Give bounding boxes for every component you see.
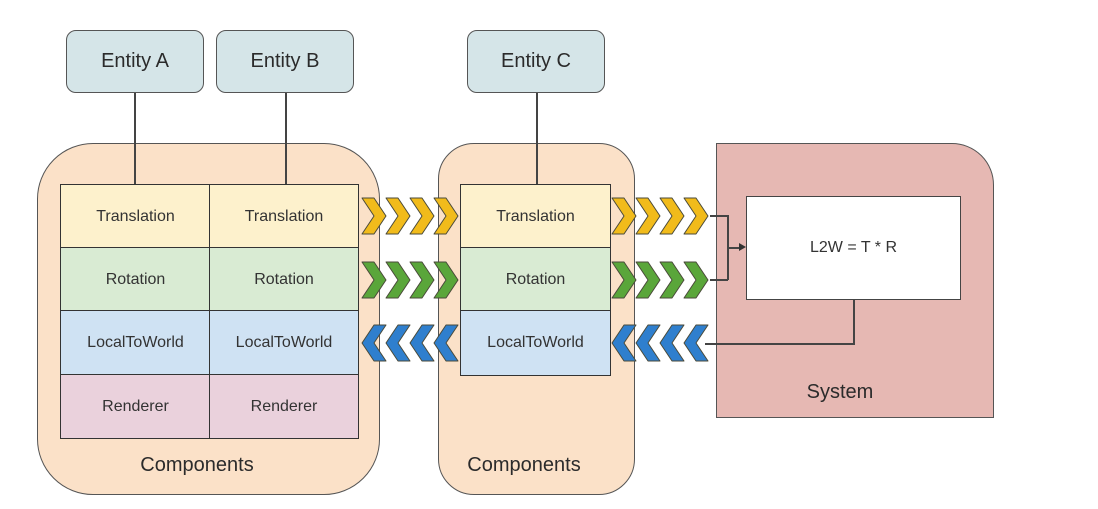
cell-label: Translation bbox=[96, 207, 175, 225]
entity-c-connector bbox=[536, 93, 538, 184]
localtoworld-flow-chevron bbox=[361, 324, 387, 362]
cell-label: Translation bbox=[244, 207, 324, 225]
rotation-flow-chevron bbox=[385, 261, 411, 299]
rotation-flow-chevron bbox=[433, 261, 459, 299]
localtoworld-flow-chevron bbox=[683, 324, 709, 362]
translation-flow-chevron bbox=[659, 197, 685, 235]
cell-label: Rotation bbox=[105, 270, 166, 288]
rotation-flow-chevron bbox=[659, 261, 685, 299]
cell-label: LocalToWorld bbox=[487, 334, 584, 351]
translation-flow-chevron bbox=[361, 197, 387, 235]
output-to-localtoworld bbox=[705, 343, 855, 345]
components-group-1-label: Components bbox=[140, 454, 254, 476]
rotation-flow-chevron bbox=[361, 261, 387, 299]
rotation-flow-chevron bbox=[611, 261, 637, 299]
rotation-flow-chevron bbox=[683, 261, 709, 299]
entity-b-translation: Translation bbox=[209, 184, 359, 249]
cell-label: LocalToWorld bbox=[235, 334, 333, 351]
cell-label: Rotation bbox=[505, 270, 566, 288]
formula-output-line bbox=[853, 300, 855, 344]
entity-c-rotation: Rotation bbox=[460, 247, 611, 312]
translation-flow-chevron bbox=[635, 197, 661, 235]
translation-flow-chevron bbox=[409, 197, 435, 235]
entity-a: Entity A bbox=[66, 30, 204, 93]
localtoworld-flow-chevron bbox=[433, 324, 459, 362]
components-group-2-label: Components bbox=[467, 454, 581, 476]
merge-to-formula bbox=[727, 247, 741, 249]
entity-c-localtoworld: LocalToWorld bbox=[460, 310, 611, 376]
entity-a-rotation: Rotation bbox=[60, 247, 211, 312]
arrowhead-icon bbox=[739, 243, 746, 251]
entity-a-localtoworld: LocalToWorld bbox=[60, 310, 211, 376]
entity-a-label: Entity A bbox=[101, 50, 169, 72]
localtoworld-flow-chevron bbox=[635, 324, 661, 362]
entity-a-renderer: Renderer bbox=[60, 374, 211, 439]
system-label: System bbox=[806, 381, 874, 403]
entity-b-connector bbox=[285, 93, 287, 184]
entity-b-renderer: Renderer bbox=[209, 374, 359, 439]
localtoworld-flow-chevron bbox=[659, 324, 685, 362]
cell-label: LocalToWorld bbox=[87, 334, 184, 351]
rotation-flow-chevron bbox=[409, 261, 435, 299]
localtoworld-flow-chevron bbox=[409, 324, 435, 362]
cell-label: Rotation bbox=[254, 270, 314, 288]
formula-text: L2W = T * R bbox=[810, 239, 897, 256]
cell-label: Renderer bbox=[102, 397, 169, 415]
translation-flow-chevron bbox=[683, 197, 709, 235]
rotation-flow-chevron bbox=[635, 261, 661, 299]
entity-b-label: Entity B bbox=[250, 50, 320, 72]
entity-b: Entity B bbox=[216, 30, 354, 93]
localtoworld-flow-chevron bbox=[611, 324, 637, 362]
formula-box: L2W = T * R bbox=[746, 196, 961, 300]
translation-flow-chevron bbox=[385, 197, 411, 235]
cell-label: Renderer bbox=[250, 397, 318, 415]
translation-to-merge bbox=[710, 215, 728, 217]
rotation-to-merge bbox=[710, 279, 728, 281]
translation-flow-chevron bbox=[433, 197, 459, 235]
entity-c: Entity C bbox=[467, 30, 605, 93]
entity-a-connector bbox=[134, 93, 136, 184]
translation-flow-chevron bbox=[611, 197, 637, 235]
localtoworld-flow-chevron bbox=[385, 324, 411, 362]
cell-label: Translation bbox=[496, 207, 575, 225]
entity-c-label: Entity C bbox=[500, 50, 572, 72]
entity-b-localtoworld: LocalToWorld bbox=[209, 310, 359, 376]
